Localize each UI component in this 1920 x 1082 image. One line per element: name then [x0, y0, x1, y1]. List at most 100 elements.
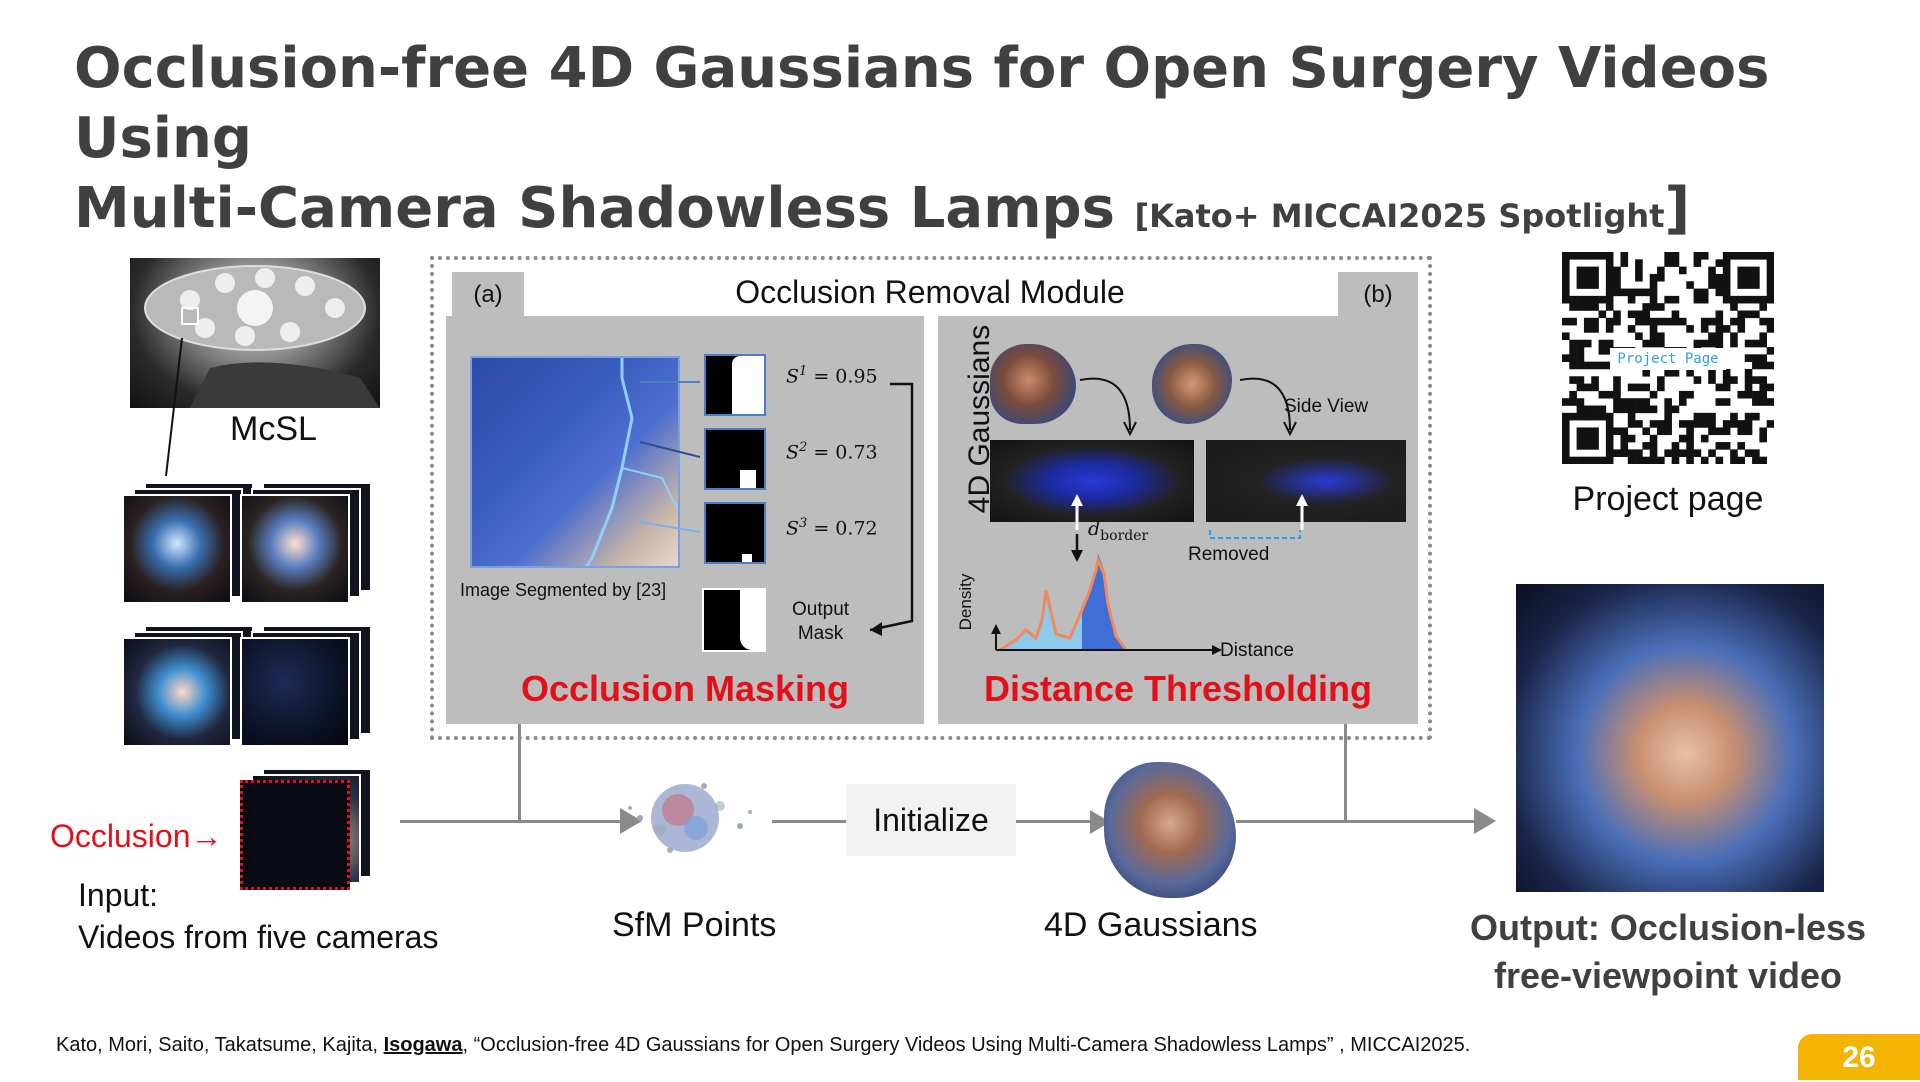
- qr-module: [1766, 295, 1775, 304]
- camera-stack-4: [240, 625, 380, 755]
- qr-module: [1671, 405, 1680, 414]
- qr-module: [1569, 456, 1577, 465]
- qr-module: [1766, 347, 1775, 355]
- qr-module: [1693, 259, 1702, 267]
- qr-module: [1759, 398, 1767, 406]
- qr-module: [1671, 310, 1680, 319]
- occlusion-label: Occlusion→: [50, 818, 223, 855]
- qr-module: [1752, 398, 1760, 406]
- qr-module: [1605, 361, 1614, 370]
- mask-candidate-1: [704, 354, 766, 416]
- mcsl-photo: [130, 258, 380, 408]
- qr-module: [1642, 456, 1651, 465]
- qr-module: [1744, 281, 1753, 289]
- qr-module: [1613, 427, 1621, 436]
- qr-module: [1657, 303, 1665, 311]
- qr-module: [1613, 266, 1621, 275]
- mcsl-label: McSL: [230, 410, 317, 448]
- qr-module: [1620, 442, 1629, 450]
- qr-module: [1591, 412, 1599, 421]
- qr-module: [1627, 434, 1636, 443]
- qr-module: [1708, 281, 1716, 289]
- qr-module: [1700, 288, 1709, 297]
- qr-module: [1678, 434, 1687, 443]
- qr-module: [1627, 456, 1636, 465]
- qr-module: [1620, 405, 1629, 414]
- qr-module: [1693, 376, 1702, 384]
- qr-module: [1678, 266, 1687, 275]
- qr-module: [1700, 456, 1709, 465]
- qr-module: [1591, 383, 1599, 392]
- qr-module: [1649, 295, 1658, 304]
- tag-a: (a): [452, 272, 524, 318]
- qr-module: [1722, 252, 1731, 260]
- qr-module: [1562, 412, 1570, 421]
- qr-module: [1700, 339, 1709, 348]
- citation-authors: Kato, Mori, Saito, Takatsume, Kajita,: [56, 1034, 384, 1056]
- segment-outline: [584, 358, 678, 566]
- qr-module: [1576, 339, 1585, 348]
- qr-module: [1752, 354, 1760, 362]
- gaussians-render: [1104, 762, 1236, 898]
- qr-module: [1686, 390, 1694, 399]
- qr-module: [1635, 266, 1643, 275]
- qr-module: [1715, 281, 1724, 289]
- qr-module: [1576, 273, 1585, 282]
- qr-module: [1627, 288, 1636, 297]
- qr-module: [1693, 412, 1702, 421]
- qr-module: [1620, 449, 1629, 457]
- qr-module: [1715, 456, 1724, 465]
- side-view-points-2: [1206, 440, 1406, 522]
- qr-module: [1642, 427, 1651, 436]
- qr-module: [1649, 332, 1658, 341]
- project-page-label: Project page: [1572, 480, 1764, 518]
- qr-module: [1605, 288, 1614, 297]
- qr-module: [1583, 405, 1592, 414]
- qr-module: [1649, 390, 1658, 399]
- qr-module: [1620, 434, 1629, 443]
- qr-module: [1766, 317, 1775, 326]
- qr-module: [1766, 288, 1775, 297]
- qr-module: [1591, 281, 1599, 289]
- qr-module: [1562, 420, 1570, 428]
- qr-module: [1635, 273, 1643, 282]
- qr-module: [1620, 252, 1629, 260]
- qr-module: [1657, 420, 1665, 428]
- qr-module: [1591, 325, 1599, 333]
- qr-module: [1605, 442, 1614, 450]
- qr-module: [1708, 427, 1716, 436]
- pipeline-branch-right: [1344, 724, 1347, 822]
- density-histogram: [991, 554, 1222, 655]
- qr-module: [1722, 281, 1731, 289]
- qr-module: [1635, 317, 1643, 326]
- qr-module: [1583, 412, 1592, 421]
- qr-module: [1569, 398, 1577, 406]
- qr-module: [1686, 442, 1694, 450]
- qr-module: [1627, 420, 1636, 428]
- citation-highlight-author: Isogawa: [383, 1034, 463, 1056]
- qr-module: [1759, 354, 1767, 362]
- qr-module: [1752, 295, 1760, 304]
- qr-module: [1562, 252, 1570, 260]
- qr-module: [1766, 259, 1775, 267]
- qr-module: [1576, 354, 1585, 362]
- qr-module: [1708, 449, 1716, 457]
- qr-module: [1722, 266, 1731, 275]
- qr-module: [1708, 376, 1716, 384]
- qr-module: [1591, 273, 1599, 282]
- qr-module: [1591, 427, 1599, 436]
- qr-module: [1752, 266, 1760, 275]
- qr-module: [1627, 449, 1636, 457]
- qr-module: [1635, 259, 1643, 267]
- qr-module: [1635, 405, 1643, 414]
- qr-module: [1686, 449, 1694, 457]
- qr-module: [1620, 259, 1629, 267]
- qr-module: [1766, 361, 1775, 370]
- qr-module: [1664, 398, 1672, 406]
- removed-label: Removed: [1188, 544, 1270, 565]
- qr-module: [1576, 347, 1585, 355]
- qr-module: [1744, 273, 1753, 282]
- qr-module: [1722, 383, 1731, 392]
- qr-module: [1759, 376, 1767, 384]
- qr-module: [1678, 390, 1687, 399]
